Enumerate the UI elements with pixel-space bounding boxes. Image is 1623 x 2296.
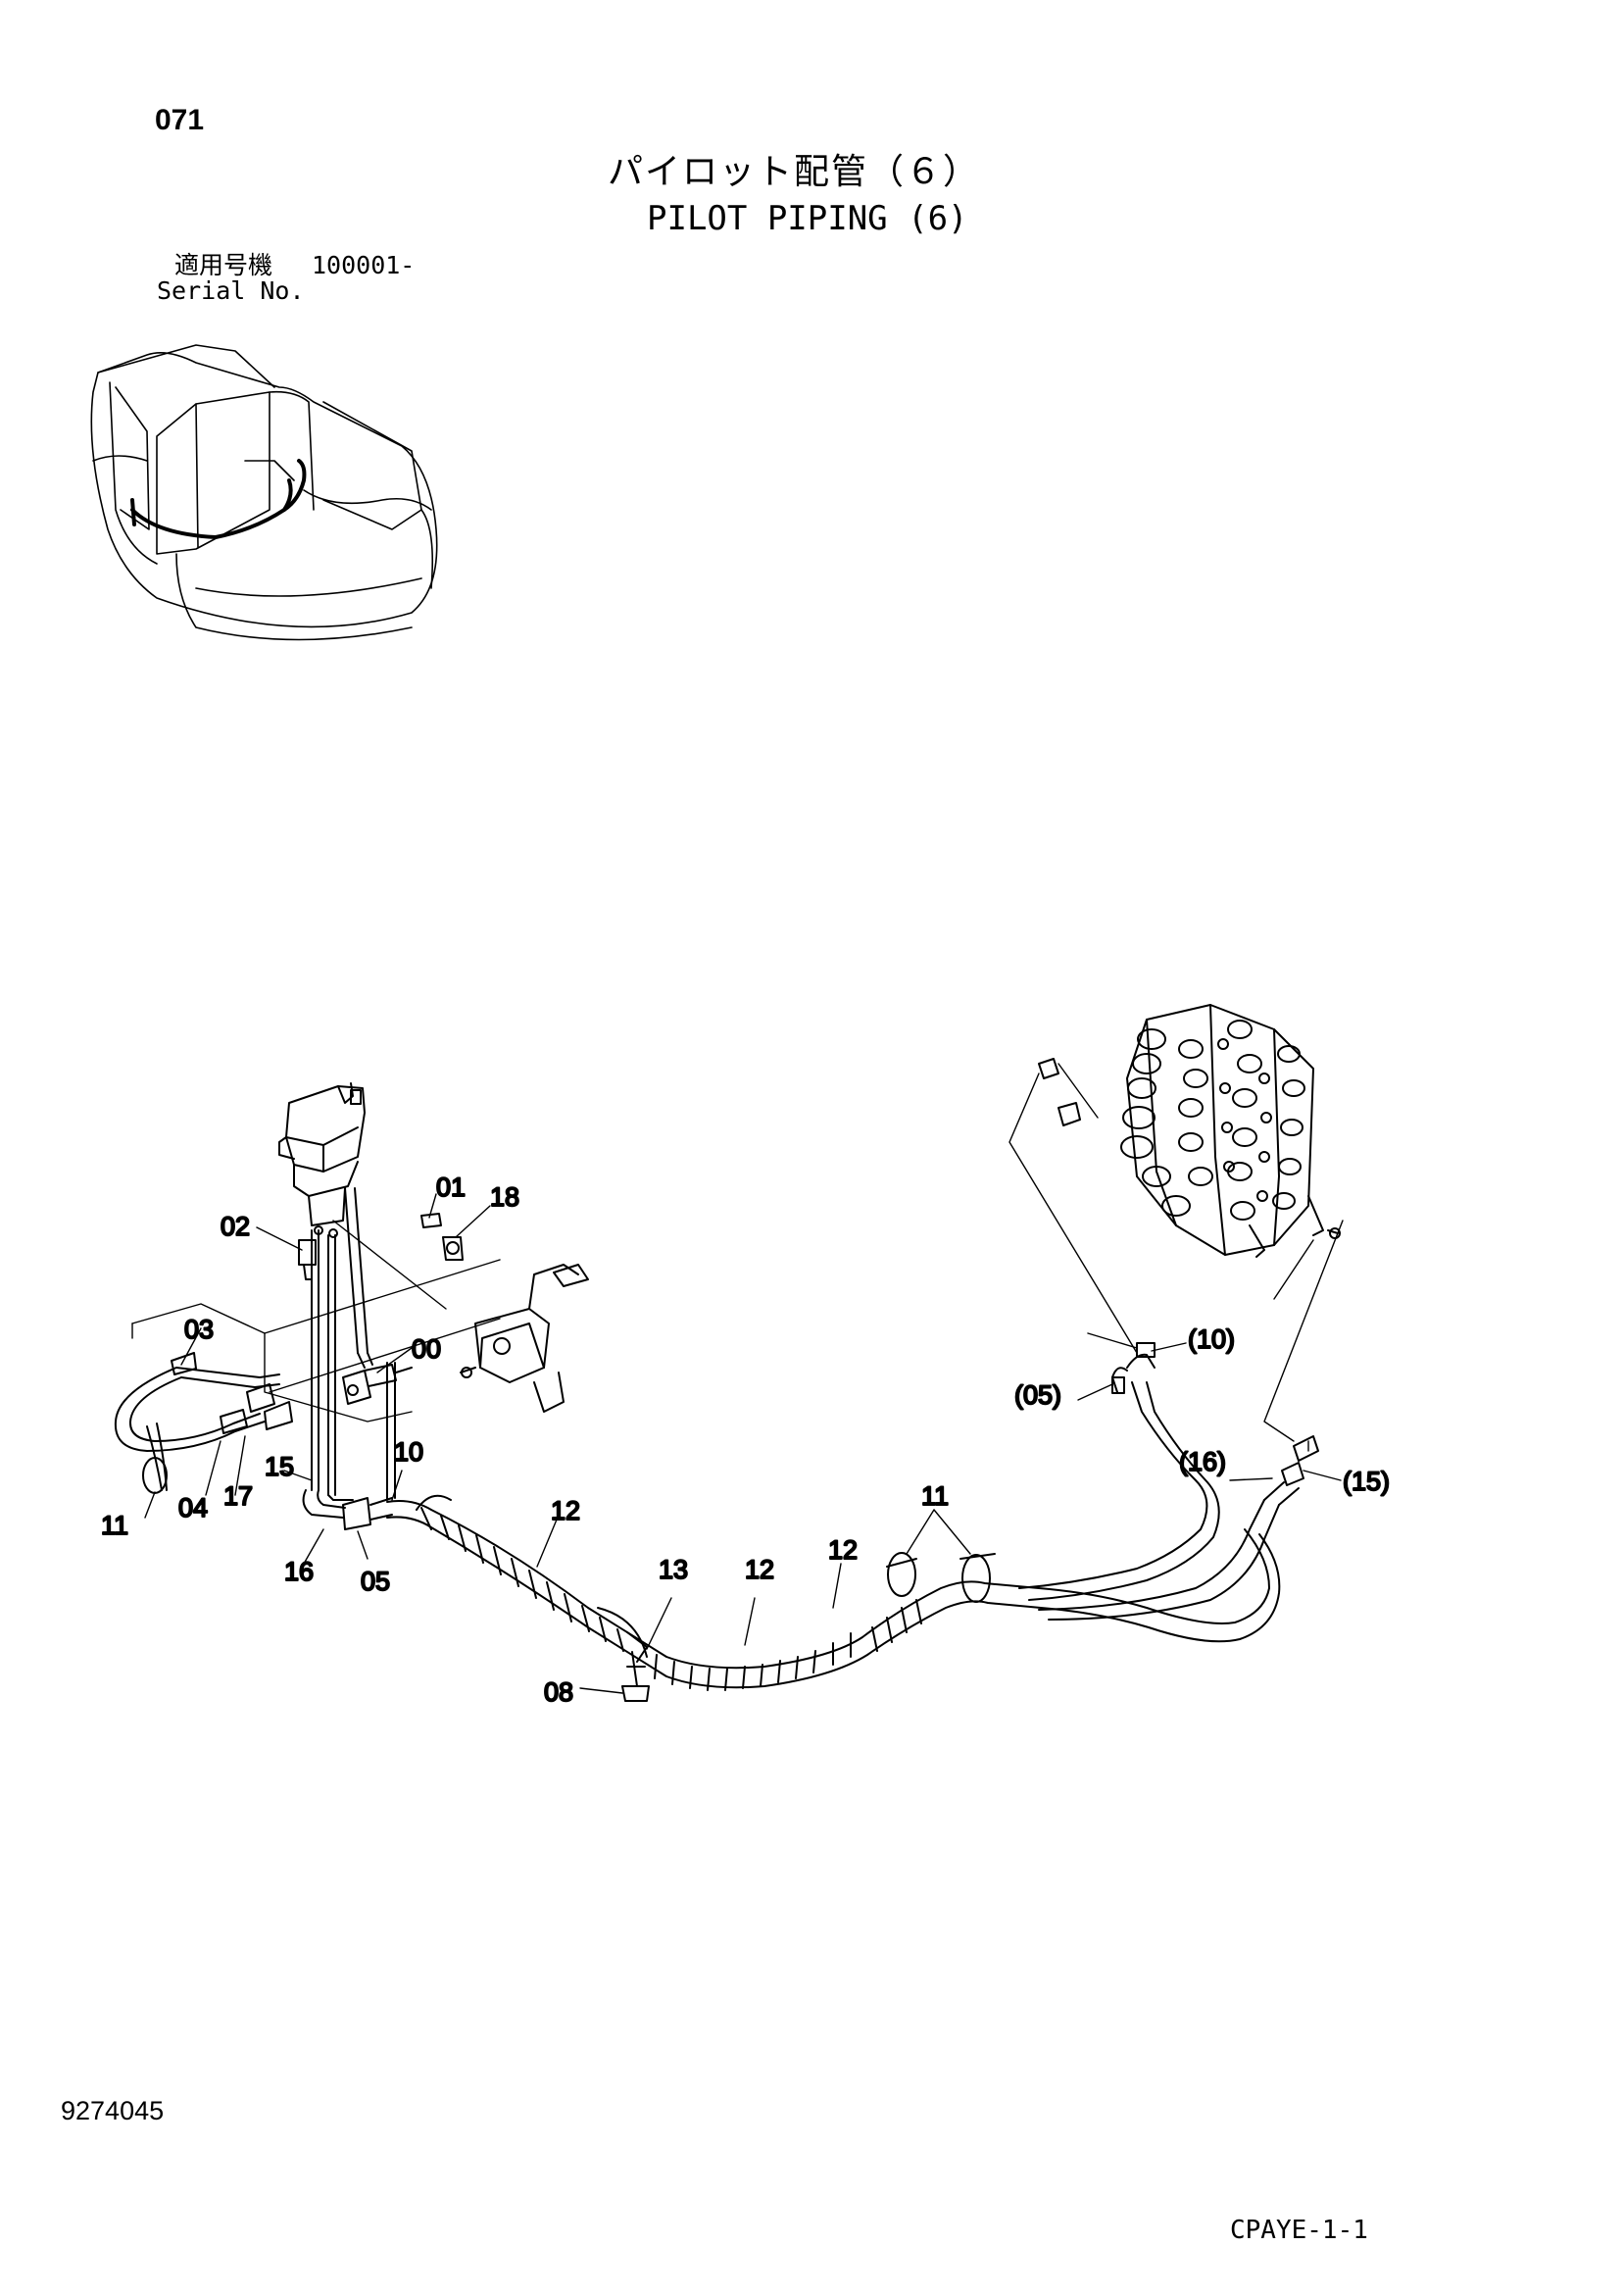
callout-16: 16 (284, 1557, 314, 1586)
callout-leaders (144, 1193, 1342, 1694)
callout-15: 15 (265, 1452, 294, 1481)
callout-15-ref: (15) (1343, 1467, 1390, 1496)
document-number: 9274045 (61, 2096, 165, 2125)
main-hose-bundle (386, 1494, 1281, 1702)
control-valve-fittings (1038, 1058, 1081, 1126)
serial-number-value: 100001- (312, 251, 416, 279)
callout-04: 04 (178, 1493, 208, 1522)
callout-02: 02 (221, 1212, 250, 1241)
excavator-thumbnail (90, 344, 438, 641)
callout-01: 01 (436, 1173, 466, 1202)
solenoid-valve-block (278, 1082, 366, 1238)
page-number: 071 (155, 104, 205, 136)
pressure-valve (460, 1264, 589, 1413)
vertical-pilot-pipes (311, 1187, 373, 1496)
guide-lines-left (131, 1220, 501, 1423)
control-valve-assembly (1120, 1004, 1341, 1258)
callout-10: 10 (394, 1437, 423, 1467)
left-hose-loop (114, 1352, 293, 1494)
callout-03: 03 (184, 1315, 214, 1344)
fitting-18 (442, 1236, 464, 1261)
page-title-english: PILOT PIPING (6) (647, 199, 968, 238)
thumbnail-pilot-line (130, 459, 307, 539)
guide-lines-right (1008, 1063, 1344, 1452)
lower-left-fittings (302, 1362, 396, 1530)
serial-label-japanese: 適用号機 (174, 251, 273, 279)
callout-11-left: 11 (101, 1511, 128, 1540)
sheet-code: CPAYE-1-1 (1230, 2216, 1368, 2245)
callout-05: 05 (361, 1567, 390, 1596)
fitting-02 (298, 1239, 317, 1280)
page-title-japanese: パイロット配管（６） (608, 152, 981, 192)
callout-10-ref: (10) (1188, 1324, 1235, 1354)
callout-12-b: 12 (745, 1555, 774, 1584)
fitting-01 (420, 1213, 442, 1228)
callout-18: 18 (490, 1182, 519, 1212)
callout-08: 08 (544, 1677, 573, 1707)
callout-17: 17 (223, 1481, 253, 1511)
callout-12-c: 12 (828, 1535, 858, 1565)
callout-12-a: 12 (551, 1496, 580, 1525)
serial-label-english: Serial No. (157, 276, 305, 305)
callout-13: 13 (659, 1555, 688, 1584)
callout-16-ref: (16) (1179, 1447, 1226, 1476)
right-hoses (1018, 1342, 1319, 1621)
callout-11-right: 11 (921, 1481, 949, 1511)
callout-00: 00 (412, 1334, 441, 1364)
callout-05-ref: (05) (1014, 1380, 1061, 1410)
tee-fitting-00 (342, 1364, 413, 1405)
